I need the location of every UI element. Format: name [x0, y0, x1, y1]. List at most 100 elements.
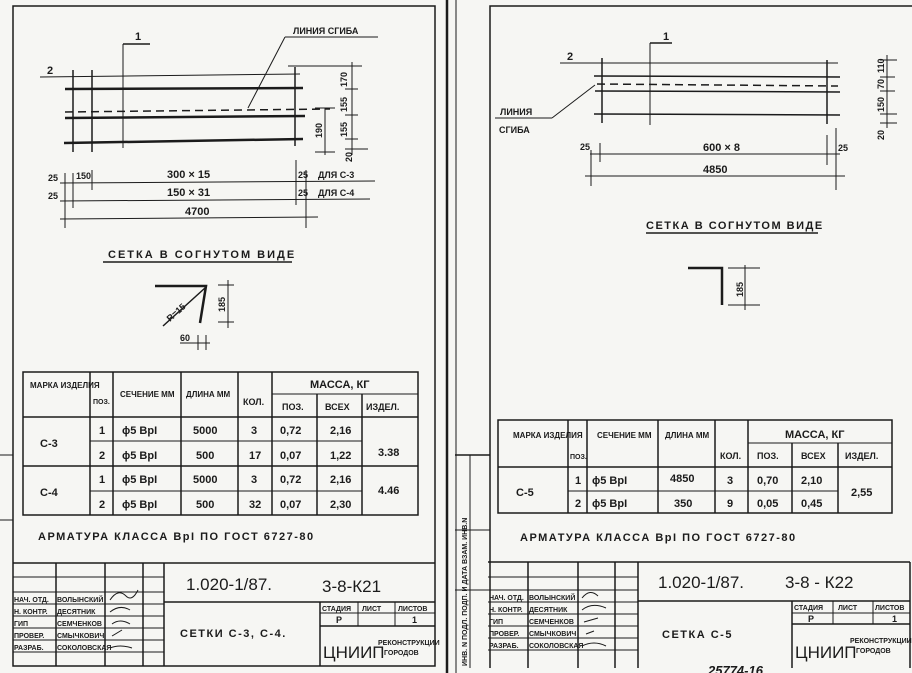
th-mark: МАРКА ИЗДЕЛИЯ: [30, 381, 100, 390]
th-mass: МАССА, КГ: [310, 379, 370, 391]
dim-185: 185: [217, 297, 227, 312]
pos1-label: 1: [135, 31, 141, 43]
right-title-block: НАЧ. ОТД. ВОЛЫНСКИЙ Н. КОНТР. ДЕСЯТНИК Г…: [488, 561, 912, 668]
cell-section: ϕ5 ВрI: [122, 474, 157, 486]
cell-pos: 2: [99, 499, 105, 511]
cell-mass-all: 0,45: [801, 498, 822, 510]
bend-line-label-2: СГИБА: [499, 125, 530, 135]
role-label: Н. КОНТР.: [14, 609, 48, 616]
dim-20: 20: [876, 130, 886, 140]
role-name: СОКОЛОВСКАЯ: [529, 643, 583, 650]
dim-190: 190: [314, 123, 324, 138]
th-section: СЕЧЕНИЕ ММ: [597, 431, 652, 440]
cell-mass-pos: 0,72: [280, 425, 301, 437]
for-c3: ДЛЯ С-3: [318, 170, 354, 180]
sheets-header: ЛИСТОВ: [398, 606, 427, 613]
dim-4850: 4850: [703, 164, 727, 176]
right-spec-table: МАРКА ИЗДЕЛИЯ ПОЗ. СЕЧЕНИЕ ММ ДЛИНА ММ К…: [497, 419, 893, 514]
dim-60: 60: [180, 333, 190, 343]
sheet-header: ЛИСТ: [362, 606, 382, 613]
org-sub1: РЕКОНСТРУКЦИИ: [378, 640, 440, 647]
th-pos: ПОЗ.: [93, 399, 110, 406]
cell-section: ϕ5 ВрI: [592, 498, 627, 510]
right-mesh-plan: 1 2 ЛИНИЯ СГИБА 110 70 150 20 25 600 × 8…: [495, 31, 897, 190]
right-note: АРМАТУРА КЛАССА ВрI ПО ГОСТ 6727-80: [520, 532, 797, 544]
role-name: СМЫЧКОВИЧ: [57, 633, 104, 640]
left-note: АРМАТУРА КЛАССА ВрI ПО ГОСТ 6727-80: [38, 531, 315, 543]
table-row: 2 ϕ5 ВрI 350 9 0,05 0,45: [575, 498, 822, 510]
role-name: СЕМЧЕНКОВ: [57, 621, 102, 628]
stage-header: СТАДИЯ: [322, 606, 351, 613]
org-logo: ЦНИИП: [795, 643, 857, 662]
th-mass-pos: ПОЗ.: [757, 451, 779, 461]
cell-length: 350: [674, 498, 692, 510]
cell-qty: 3: [727, 475, 733, 487]
dim-25-d: 25: [298, 188, 308, 198]
table-row: 2 ϕ5 ВрI 500 17 0,07 1,22: [99, 450, 351, 462]
role-name: ДЕСЯТНИК: [57, 609, 96, 616]
table-row: 1 ϕ5 ВрI 5000 3 0,72 2,16: [99, 474, 351, 486]
left-spec-table: МАРКА ИЗДЕЛИЯ ПОЗ. СЕЧЕНИЕ ММ ДЛИНА ММ К…: [22, 371, 419, 516]
radius-label: R=15: [165, 301, 188, 323]
total-c4: 4.46: [378, 485, 399, 497]
cell-mass-all: 2,10: [801, 475, 822, 487]
footer-number: 25774-16: [707, 663, 764, 673]
cell-qty: 17: [249, 450, 261, 462]
for-c4: ДЛЯ С-4: [318, 188, 354, 198]
stage-value: Р: [808, 614, 814, 624]
dim-4700: 4700: [185, 206, 209, 218]
sheets-value: 1: [412, 615, 417, 625]
signatures: [109, 589, 139, 649]
cell-section: ϕ5 ВрI: [122, 450, 157, 462]
cell-mass-pos: 0,70: [757, 475, 778, 487]
role-label: ГИП: [14, 621, 28, 628]
th-mass-all: ВСЕХ: [801, 451, 826, 461]
mark-c4: С-4: [40, 487, 59, 499]
table-row: 2 ϕ5 ВрI 500 32 0,07 2,30: [99, 499, 351, 511]
dim-25-c: 25: [48, 191, 58, 201]
role-label: НАЧ. ОТД.: [14, 597, 49, 604]
cell-mass-pos: 0,72: [280, 474, 301, 486]
stage-header: СТАДИЯ: [794, 605, 823, 612]
bent-title: СЕТКА В СОГНУТОМ ВИДЕ: [108, 249, 296, 261]
th-mass-item: ИЗДЕЛ.: [366, 402, 399, 412]
doc-code: 1.020-1/87.: [658, 573, 744, 592]
table-row: 1 ϕ5 ВрI 4850 3 0,70 2,10: [575, 473, 822, 487]
dim-25-b: 25: [298, 170, 308, 180]
role-label: Н. КОНТР.: [489, 607, 523, 614]
cell-qty: 9: [727, 498, 733, 510]
cell-qty: 32: [249, 499, 261, 511]
th-section: СЕЧЕНИЕ ММ: [120, 390, 175, 399]
cell-length: 500: [196, 450, 214, 462]
cell-mass-all: 2,30: [330, 499, 351, 511]
cell-pos: 1: [575, 475, 581, 487]
org-sub2: ГОРОДОВ: [856, 648, 891, 655]
dim-300x15: 300 × 15: [167, 169, 210, 181]
sheet-code: 3-8-К21: [322, 577, 381, 596]
cell-pos: 1: [99, 425, 105, 437]
org-sub1: РЕКОНСТРУКЦИИ: [850, 638, 912, 645]
cell-length: 5000: [193, 425, 217, 437]
dim-110: 110: [876, 58, 886, 73]
th-mass: МАССА, КГ: [785, 429, 845, 441]
th-length: ДЛИНА ММ: [186, 390, 231, 399]
cell-mass-all: 2,16: [330, 474, 351, 486]
cell-pos: 1: [99, 474, 105, 486]
cell-mass-pos: 0,07: [280, 450, 301, 462]
total-c3: 3.38: [378, 447, 399, 459]
left-title-block: НАЧ. ОТД. ВОЛЫНСКИЙ Н. КОНТР. ДЕСЯТНИК Г…: [13, 562, 440, 666]
th-mass-item: ИЗДЕЛ.: [845, 451, 878, 461]
cell-section: ϕ5 ВрI: [122, 425, 157, 437]
side-stamp: ИНВ. N ПОДЛ. ПОДП. И ДАТА ВЗАМ. ИНВ.N: [462, 518, 469, 666]
th-qty: КОЛ.: [720, 451, 741, 461]
total-c5: 2,55: [851, 487, 872, 499]
dim-150: 150: [876, 97, 886, 112]
th-length: ДЛИНА ММ: [665, 431, 710, 440]
dim-20: 20: [344, 152, 354, 162]
pos1-label: 1: [663, 31, 669, 43]
dim-155b: 155: [339, 122, 349, 137]
cell-length: 500: [196, 499, 214, 511]
sheets-header: ЛИСТОВ: [875, 605, 904, 612]
role-name: ДЕСЯТНИК: [529, 607, 568, 614]
cell-qty: 3: [251, 425, 257, 437]
